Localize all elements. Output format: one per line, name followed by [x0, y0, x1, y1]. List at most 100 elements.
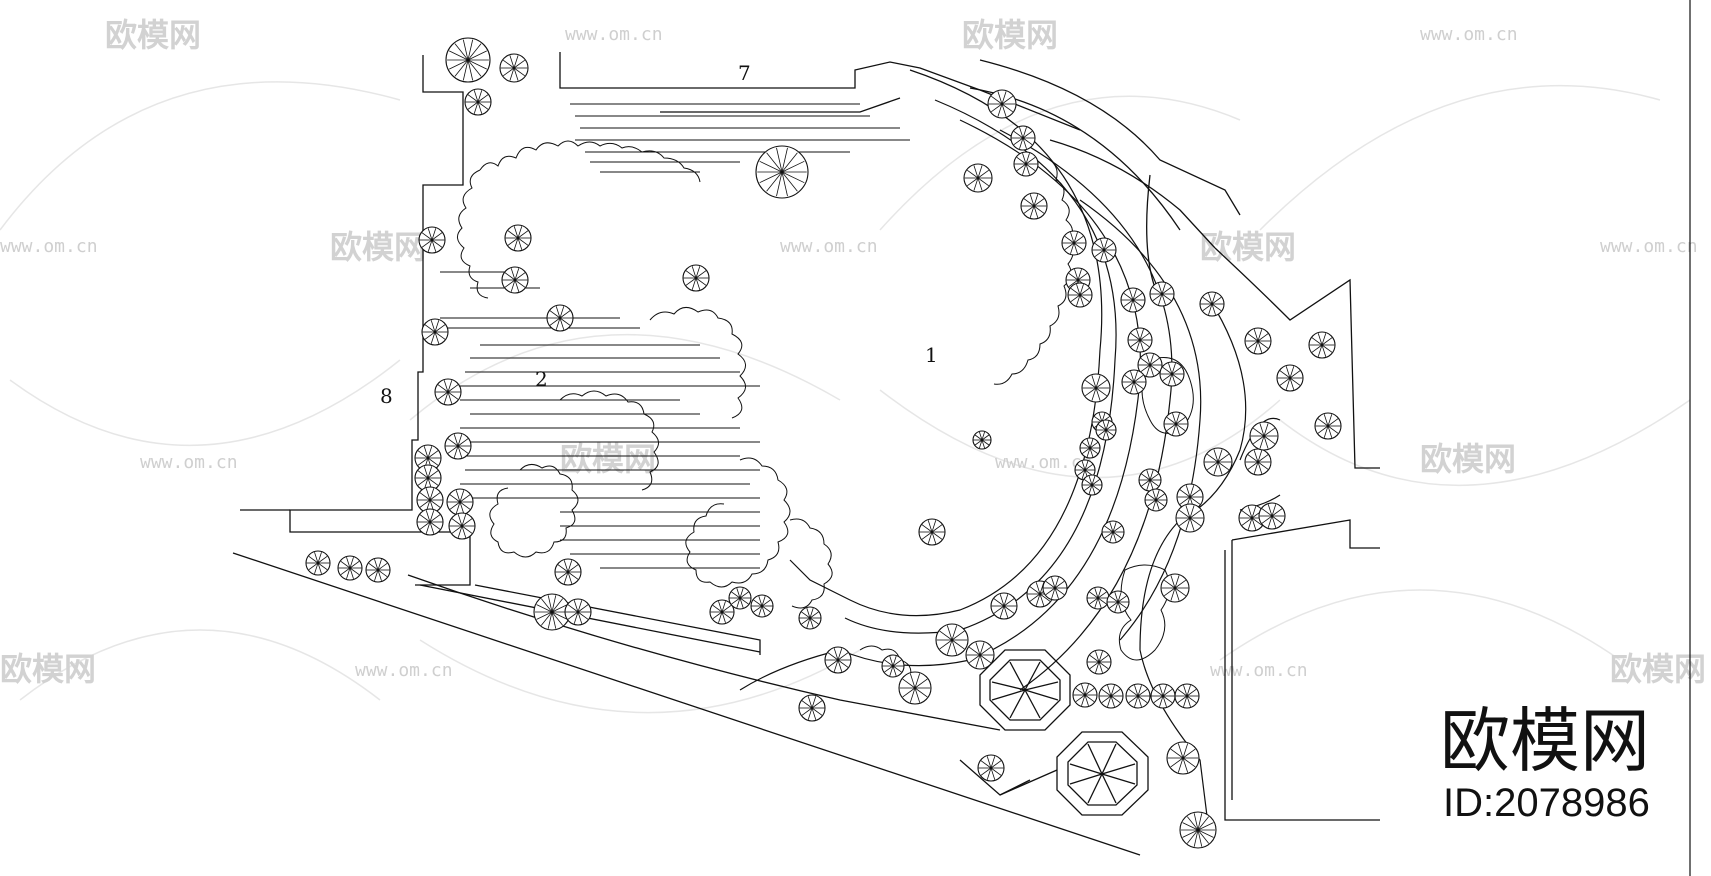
tree-icon: [448, 512, 476, 540]
area-labels: 1 2 7 8: [380, 61, 938, 408]
tree-icon: [1149, 281, 1175, 307]
watermark-url: www.om.cn: [780, 236, 878, 257]
watermark-brand-text: 欧模网: [0, 650, 96, 688]
tree-icon: [501, 266, 529, 294]
tree-icon: [1238, 504, 1266, 532]
tree-icon: [1138, 468, 1162, 492]
tree-icon: [414, 444, 442, 472]
tree-icon: [1067, 282, 1093, 308]
tree-icon: [1081, 474, 1103, 496]
tree-icon: [1042, 575, 1068, 601]
watermark-logo-5: 欧模网: [1420, 440, 1516, 478]
tree-icon: [965, 640, 995, 670]
tree-icon: [1091, 237, 1117, 263]
watermark-brand-text: 欧模网: [1420, 440, 1516, 478]
tree-icon: [1095, 419, 1117, 441]
tree-icon: [709, 599, 735, 625]
terrace-stripes: [440, 103, 910, 569]
tree-icon: [1121, 369, 1147, 395]
tree-icon: [824, 646, 852, 674]
watermark-logo-8: 欧模网: [1610, 650, 1706, 688]
label-area-7: 7: [738, 61, 751, 85]
tree-icon: [416, 508, 444, 536]
tree-icon: [504, 224, 532, 252]
tree-icon: [1314, 412, 1342, 440]
tree-icon: [972, 430, 992, 450]
tree-icon: [1258, 502, 1286, 530]
watermark-url: www.om.cn: [0, 236, 98, 257]
tree-icon: [365, 557, 391, 583]
pavilion-1: [979, 649, 1071, 731]
brand-name: 欧模网: [1440, 700, 1650, 782]
tree-icon: [1120, 287, 1146, 313]
watermark-brand-text: 欧模网: [1200, 228, 1296, 266]
tree-icon: [554, 558, 582, 586]
watermark-url: www.om.cn: [140, 452, 238, 473]
tree-icon: [881, 654, 905, 678]
tree-icon: [750, 594, 774, 618]
tree-icon: [446, 488, 474, 516]
watermark-logo-6: 欧模网: [0, 650, 96, 688]
watermark-brand-text: 欧模网: [330, 228, 426, 266]
brand-id: ID:2078986: [1443, 781, 1650, 825]
tree-icon: [1010, 125, 1036, 151]
watermark-layer: 欧模网 欧模网 欧模网 欧模网 欧模网 欧模网 欧模网 欧模网 www.om.c…: [0, 16, 1706, 714]
tree-icon: [990, 592, 1018, 620]
tree-icon: [418, 226, 446, 254]
tree-icon: [1081, 373, 1111, 403]
tree-icon: [1174, 683, 1200, 709]
tree-icon: [1163, 411, 1189, 437]
tree-icon: [1072, 682, 1098, 708]
tree-icon: [1061, 230, 1087, 256]
tree-icon: [1308, 331, 1336, 359]
tree-symbols: [305, 37, 1342, 849]
tree-icon: [1086, 586, 1110, 610]
tree-icon: [434, 378, 462, 406]
watermark-brand-text: 欧模网: [962, 16, 1058, 54]
tree-icon: [337, 555, 363, 581]
tree-icon: [682, 264, 710, 292]
tree-icon: [533, 593, 571, 631]
tree-icon: [1020, 192, 1048, 220]
tree-icon: [935, 623, 969, 657]
tree-icon: [1144, 488, 1168, 512]
tree-icon: [898, 671, 932, 705]
tree-icon: [1101, 520, 1125, 544]
pond: [1118, 564, 1170, 661]
watermark-logo-3: 欧模网: [1200, 228, 1296, 266]
tree-icon: [1127, 327, 1153, 353]
tree-icon: [444, 432, 472, 460]
tree-icon: [798, 694, 826, 722]
watermark-url: www.om.cn: [1420, 24, 1518, 45]
watermark-brand-text: 欧模网: [105, 16, 201, 54]
watermark-logo-1: 欧模网: [105, 16, 201, 54]
tree-icon: [1249, 421, 1279, 451]
tree-icon: [798, 606, 822, 630]
tree-icon: [546, 304, 574, 332]
tree-icon: [1179, 811, 1217, 849]
brand-block: 欧模网 ID:2078986: [1440, 700, 1650, 825]
hedge-outlines: [457, 140, 1074, 699]
label-area-2: 2: [535, 367, 548, 391]
watermark-url: www.om.cn: [1210, 660, 1308, 681]
watermark-brand-text: 欧模网: [1610, 650, 1706, 688]
tree-icon: [1244, 327, 1272, 355]
tree-icon: [1166, 741, 1200, 775]
tree-icon: [1013, 151, 1039, 177]
tree-icon: [499, 53, 529, 83]
tree-icon: [977, 754, 1005, 782]
tree-icon: [1175, 503, 1205, 533]
watermark-url: www.om.cn: [995, 452, 1093, 473]
tree-icon: [1244, 448, 1272, 476]
tree-icon: [421, 318, 449, 346]
tree-icon: [1159, 361, 1185, 387]
tree-icon: [963, 163, 993, 193]
tree-icon: [1098, 683, 1124, 709]
tree-icon: [1125, 683, 1151, 709]
tree-icon: [1276, 364, 1304, 392]
tree-icon: [445, 37, 491, 83]
label-area-8: 8: [380, 384, 393, 408]
tree-icon: [464, 88, 492, 116]
watermark-url: www.om.cn: [355, 660, 453, 681]
